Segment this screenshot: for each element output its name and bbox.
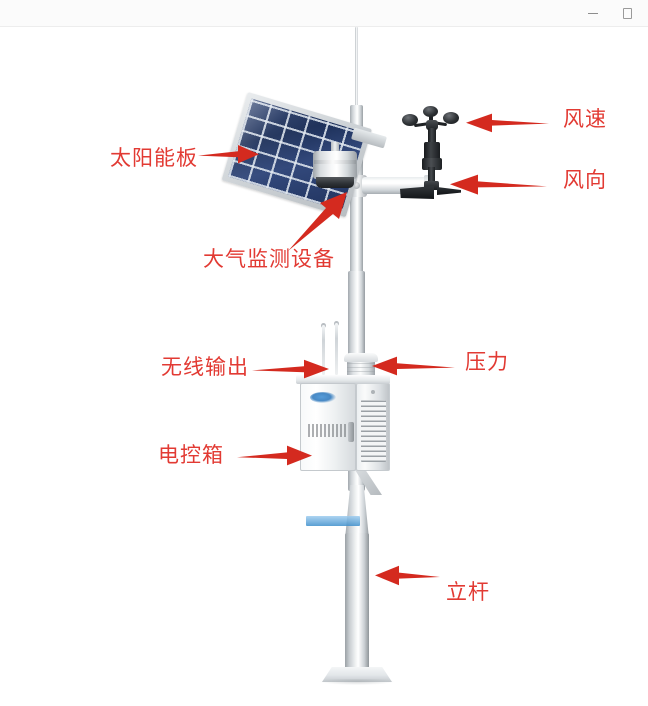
callout-label-wireless-output: 无线输出 <box>161 355 249 379</box>
anemometer-cup-right <box>443 112 459 124</box>
mast-base-shadow <box>320 679 394 685</box>
anemometer-hub <box>426 120 438 130</box>
arrow-to-antennas <box>252 358 330 380</box>
callout-label-pole: 立杆 <box>446 580 490 604</box>
air-quality-sensor-stem <box>331 142 339 153</box>
arrow-to-wind-vane <box>450 173 548 197</box>
maximize-icon <box>622 8 632 19</box>
radiation-shield-screw <box>371 390 375 394</box>
wind-vane-nose <box>437 187 461 195</box>
callout-label-solar-panel: 太阳能板 <box>110 146 198 170</box>
anemometer-cup-left <box>402 114 418 126</box>
callout-label-wind-speed: 风速 <box>563 107 607 131</box>
arrow-to-anemometer <box>466 112 550 134</box>
control-box-top-lip <box>296 375 390 384</box>
minimize-icon <box>588 12 598 15</box>
radiation-shield <box>356 383 390 471</box>
wireless-antenna-left <box>322 325 325 375</box>
wind-vane-hub <box>424 181 439 190</box>
anemometer-cup-back <box>423 106 438 117</box>
callout-label-control-box: 电控箱 <box>158 443 224 467</box>
arrow-to-control-box <box>237 444 313 468</box>
wind-vane-stem <box>428 167 435 185</box>
control-box-latch <box>348 422 354 442</box>
arrow-to-solar-panel <box>198 143 260 165</box>
wind-vane <box>400 167 466 201</box>
anemometer-shaft <box>428 128 436 146</box>
pressure-sensor-cap <box>344 353 378 362</box>
anemometer <box>402 106 462 170</box>
callout-label-wind-direction: 风向 <box>563 168 607 192</box>
anemometer-clamp <box>422 158 442 170</box>
brand-logo-icon <box>310 392 336 403</box>
arrow-to-air-quality-sensor <box>284 190 352 252</box>
minimize-button[interactable] <box>576 0 610 27</box>
browser-title-bar <box>0 0 648 27</box>
radiation-shield-louvers <box>361 400 386 462</box>
mast-taper <box>345 485 369 539</box>
control-box-blue-band <box>306 516 360 526</box>
air-quality-sensor-body <box>313 151 357 179</box>
arrow-to-mast <box>375 564 441 588</box>
mast-lower-section <box>345 533 369 675</box>
callout-label-pressure: 压力 <box>465 350 509 374</box>
air-quality-sensor-ring <box>314 160 356 164</box>
maximize-button[interactable] <box>610 0 644 27</box>
control-box <box>296 321 394 526</box>
arrow-to-pressure-sensor <box>372 355 456 377</box>
mast-top-antenna <box>355 27 358 109</box>
callout-label-air-monitor: 大气监测设备 <box>203 247 335 271</box>
control-box-label <box>308 424 348 437</box>
wireless-antenna-right <box>335 323 338 375</box>
air-quality-sensor <box>313 142 357 189</box>
mast-collar-bolt <box>353 182 360 189</box>
mast-base-plate <box>322 667 392 682</box>
air-quality-sensor-base <box>316 177 354 188</box>
weather-station-diagram: 太阳能板 风速 风向 大气监测设备 无线输出 压力 电控箱 立杆 <box>0 27 648 706</box>
wind-vane-tail-fin <box>400 186 434 199</box>
